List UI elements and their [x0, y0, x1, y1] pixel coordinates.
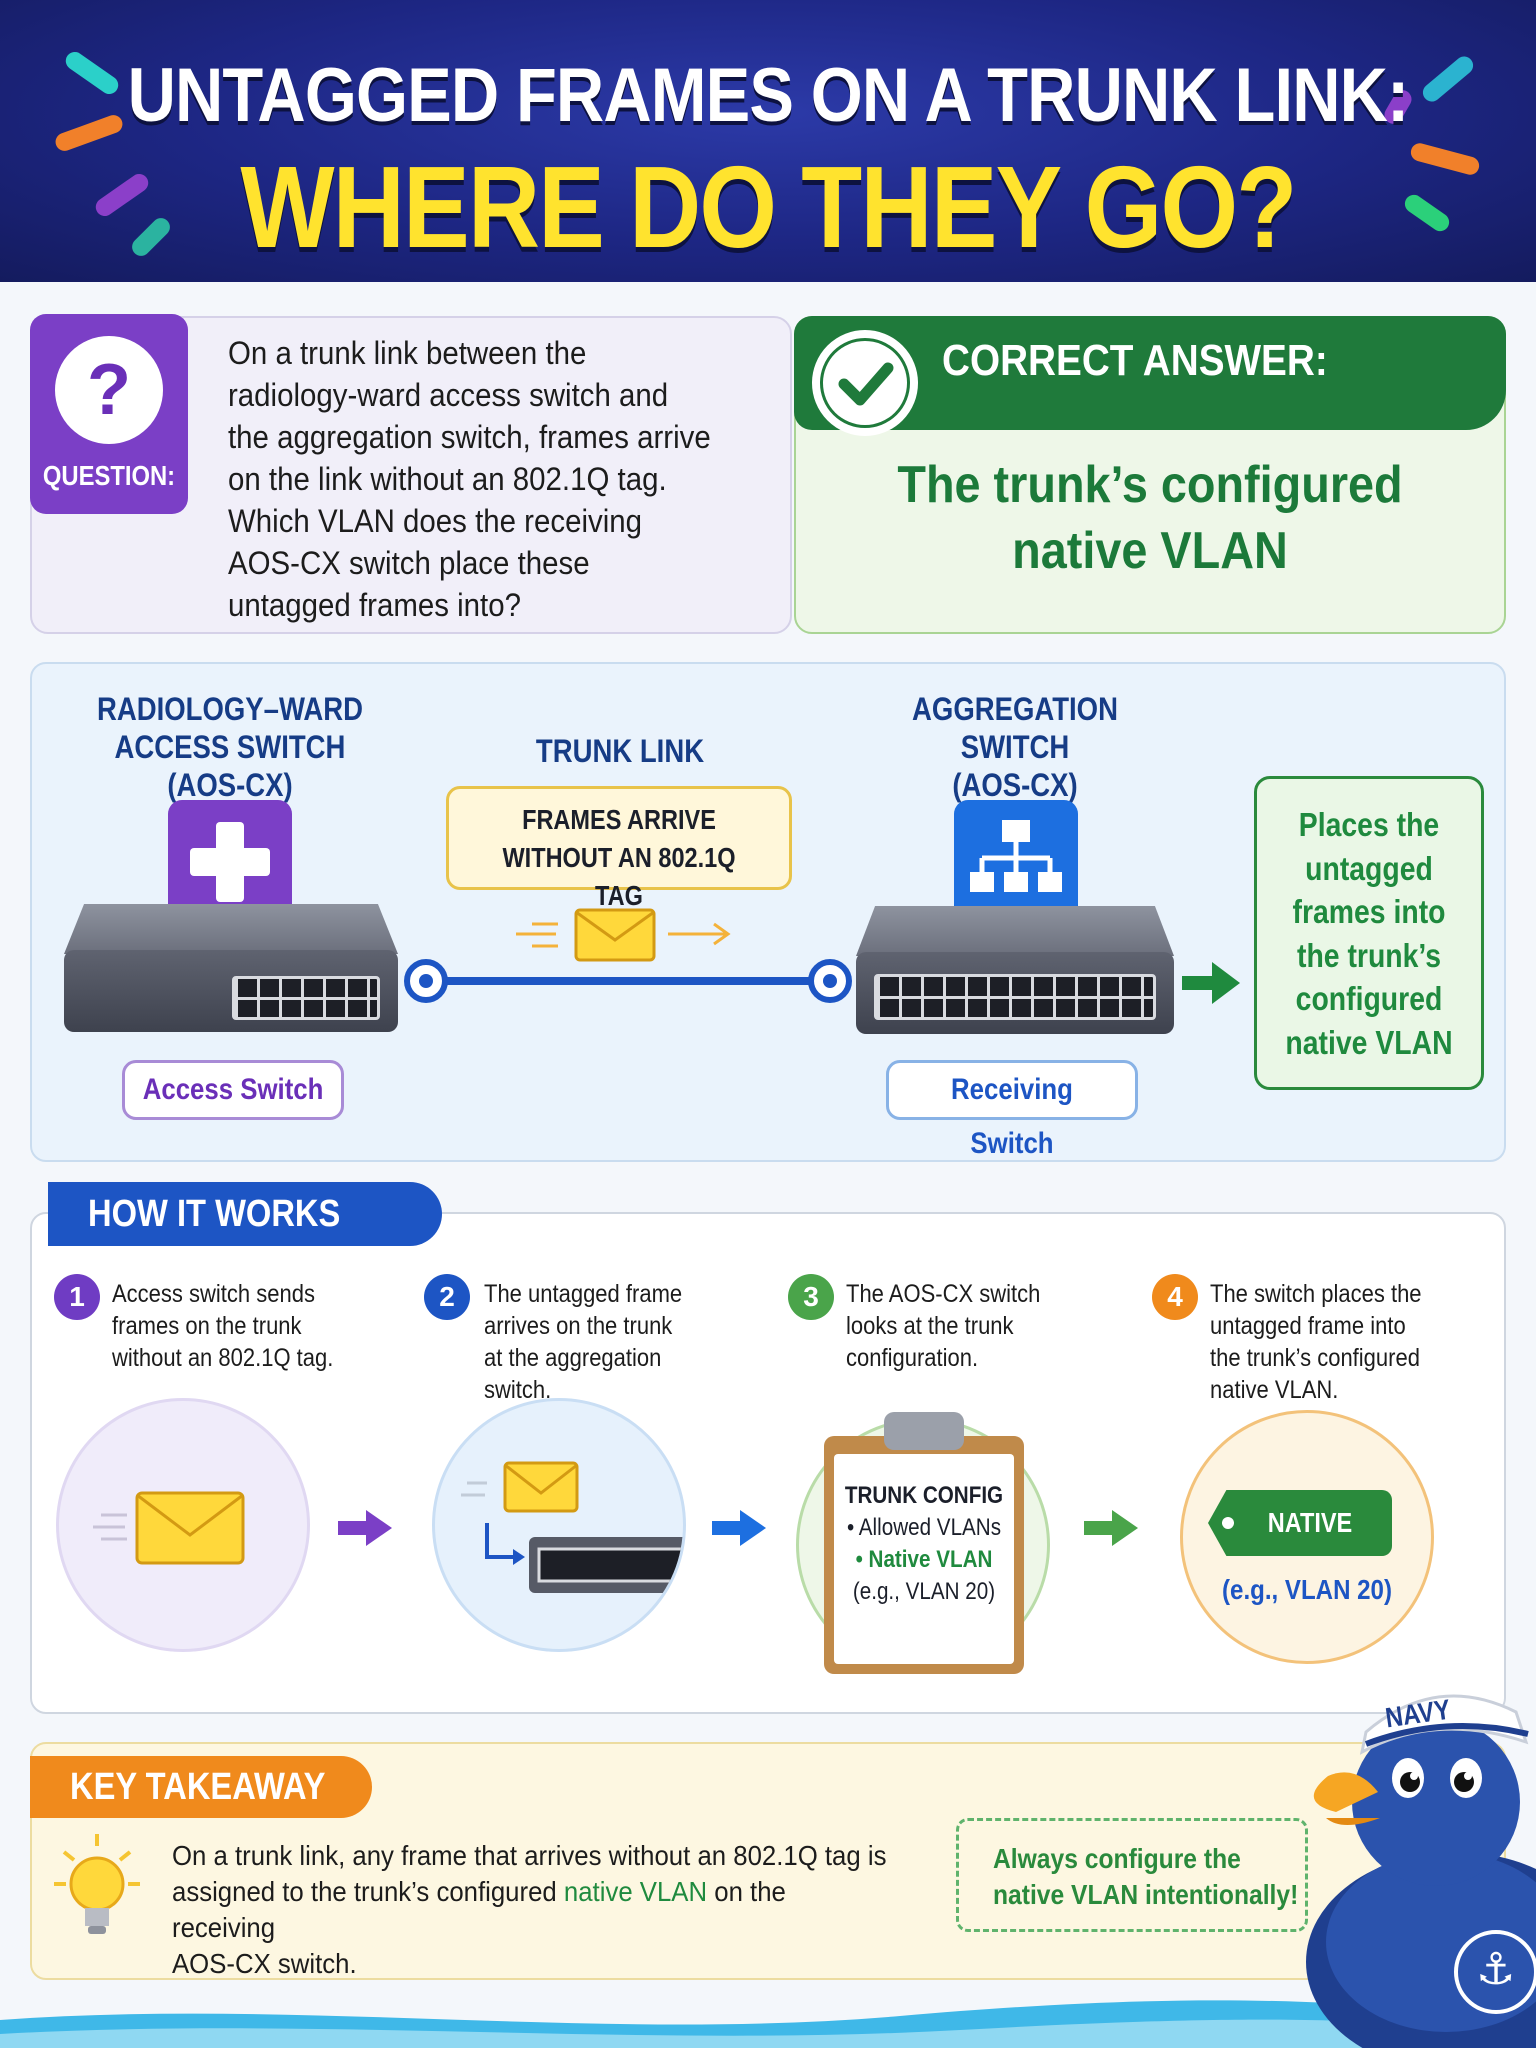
- answer-text: The trunk’s configured native VLAN: [897, 456, 1403, 580]
- native-vlan-tag: NATIVE VLAN: [1208, 1490, 1392, 1556]
- question-text: On a trunk link between the radiology-wa…: [228, 335, 711, 623]
- answer-banner-label: CORRECT ANSWER:: [942, 336, 1328, 385]
- config-item-allowed: • Allowed VLANs: [846, 1514, 1002, 1541]
- step-2-circle: [432, 1398, 686, 1652]
- access-switch-pill: Access Switch: [122, 1060, 344, 1120]
- config-title: TRUNK CONFIG: [844, 1482, 1004, 1509]
- question-mark-icon: ?: [55, 336, 163, 444]
- step-2-text: The untagged frame arrives on the trunk …: [484, 1280, 683, 1404]
- trunk-link-label: TRUNK LINK: [535, 733, 705, 769]
- native-vlan-example: (e.g., VLAN 20): [1222, 1574, 1392, 1605]
- config-item-native: • Native VLAN: [855, 1546, 993, 1573]
- anchor-icon: ⚓: [1476, 1944, 1516, 1995]
- step-1-text: Access switch sends frames on the trunk …: [112, 1280, 334, 1372]
- step-3-number: 3: [788, 1274, 834, 1320]
- title-line-2: WHERE DO THEY GO?: [240, 142, 1297, 272]
- clipboard-icon: TRUNK CONFIG • Allowed VLANs • Native VL…: [824, 1412, 1024, 1674]
- key-takeaway-tip: Always configure the native VLAN intenti…: [956, 1818, 1308, 1932]
- key-takeaway-title: KEY TAKEAWAY: [30, 1756, 372, 1818]
- key-takeaway-text: On a trunk link, any frame that arrives …: [172, 1840, 887, 1979]
- config-item-example: (e.g., VLAN 20): [852, 1578, 996, 1605]
- result-arrow-icon: [1182, 962, 1240, 1004]
- result-box: Places the untagged frames into the trun…: [1254, 776, 1484, 1090]
- lightbulb-icon: [54, 1834, 140, 1934]
- arrow-right-icon: [712, 1510, 766, 1546]
- medical-cross-icon: [168, 800, 292, 924]
- network-hierarchy-icon: [954, 800, 1078, 918]
- arrow-right-icon: [338, 1510, 392, 1546]
- step-1-number: 1: [54, 1274, 100, 1320]
- access-switch-title: RADIOLOGY–WARD ACCESS SWITCH (AOS-CX): [96, 691, 364, 803]
- check-icon: [812, 330, 918, 436]
- step-1-circle: [56, 1398, 310, 1652]
- receiving-switch-pill: Receiving Switch: [886, 1060, 1138, 1160]
- access-switch: [64, 904, 398, 1034]
- frames-note: FRAMES ARRIVE WITHOUT AN 802.1Q TAG: [446, 786, 792, 911]
- how-it-works-title: HOW IT WORKS: [48, 1182, 442, 1246]
- trunk-link-line: [404, 959, 852, 1003]
- arrow-right-icon: [1084, 1510, 1138, 1546]
- header-banner: [0, 0, 1536, 282]
- aggregation-switch: [856, 906, 1174, 1036]
- switch-ports: [232, 976, 380, 1020]
- title-line-1: UNTAGGED FRAMES ON A TRUNK LINK:: [127, 53, 1410, 138]
- navy-duck-mascot: NAVY ⚓: [1296, 1672, 1536, 2048]
- aggregation-switch-title: AGGREGATION SWITCH (AOS-CX): [912, 691, 1118, 803]
- envelope-icon: [93, 1491, 245, 1565]
- step-2-number: 2: [424, 1274, 470, 1320]
- switch-ports: [874, 974, 1156, 1020]
- step-3-text: The AOS-CX switch looks at the trunk con…: [846, 1280, 1041, 1372]
- question-label: QUESTION:: [42, 460, 176, 491]
- step-4-text: The switch places the untagged frame int…: [1210, 1280, 1422, 1404]
- step-4-number: 4: [1152, 1274, 1198, 1320]
- decorative-wave: [0, 2000, 1536, 2048]
- frame-arrives-icon: [461, 1461, 683, 1593]
- envelope-icon: [516, 908, 731, 962]
- question-badge: ? QUESTION:: [30, 314, 188, 514]
